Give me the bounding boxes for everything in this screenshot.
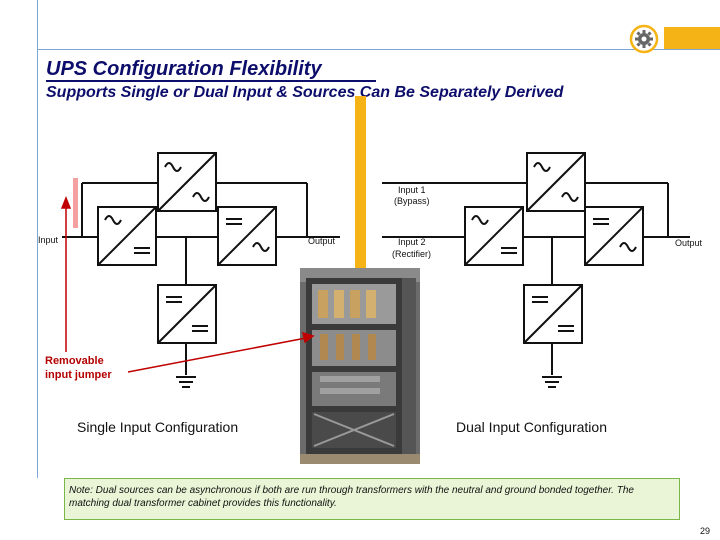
single-rectifier-block [97,206,157,266]
title-underline [46,80,376,82]
jumper-highlight [73,178,78,228]
note-text: Note: Dual sources can be asynchronous i… [69,485,634,509]
removable-jumper-label: Removable input jumper [45,355,112,381]
dual-input2-label: Input 2 [398,237,426,247]
note-box [64,478,680,520]
dual-input1-label: Input 1 [398,185,426,195]
page-number: 29 [700,526,711,536]
slide-title: UPS Configuration Flexibility [46,58,322,80]
single-input-label: Input [38,235,59,245]
dual-input1-sublabel: (Bypass) [394,196,430,206]
single-inverter-block [217,206,277,266]
center-divider-bar [355,96,366,268]
dual-output-label: Output [675,238,703,248]
left-border-line [37,0,38,478]
ups-cabinet-photo [300,268,420,464]
header-accent-bar [664,27,720,49]
single-dc-converter-block [157,284,217,344]
jumper-arrow-photo [127,337,307,373]
single-output-label: Output [308,236,336,246]
dual-bypass-block [526,152,586,212]
slide-subtitle: Supports Single or Dual Input & Sources … [46,84,564,101]
dual-dc-converter-block [523,284,583,344]
single-bypass-block [157,152,217,212]
dual-config-caption: Dual Input Configuration [456,419,607,435]
dual-rectifier-block [464,206,524,266]
header-border-line [37,49,720,50]
gear-icon [629,24,659,54]
dual-input2-sublabel: (Rectifier) [392,249,432,259]
dual-inverter-block [584,206,644,266]
single-config-caption: Single Input Configuration [77,419,239,435]
